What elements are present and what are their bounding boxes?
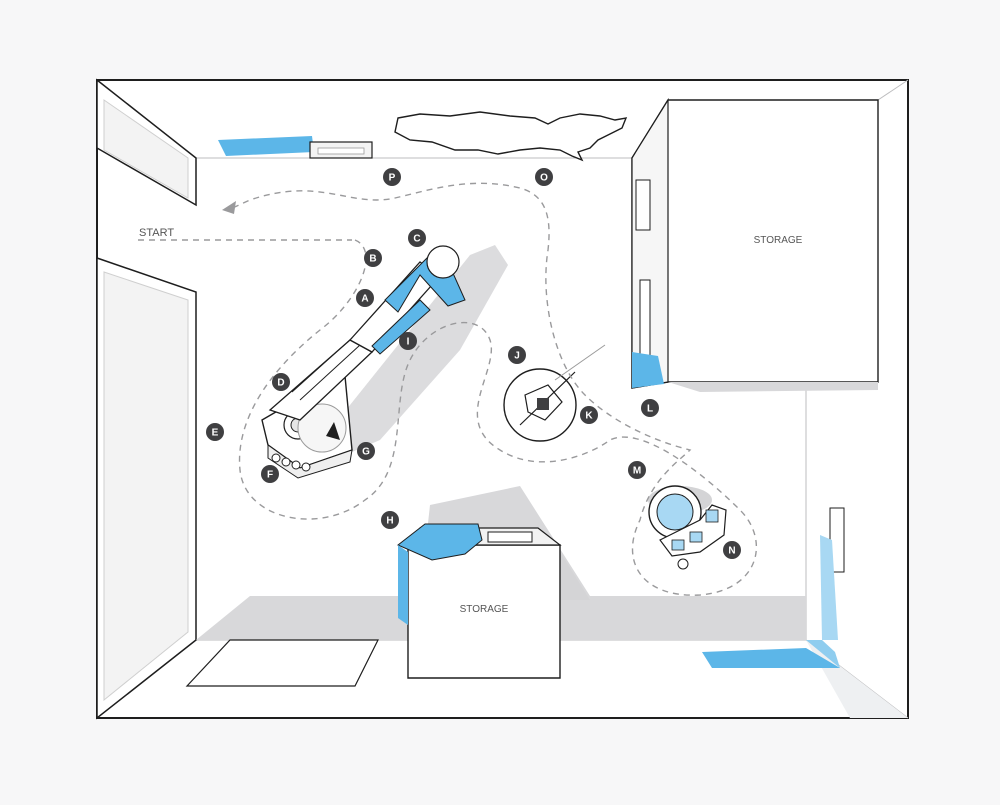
marker-p: P	[383, 168, 401, 186]
marker-letter: D	[277, 378, 284, 389]
marker-k: K	[580, 406, 598, 424]
marker-letter: J	[514, 351, 520, 362]
marker-letter: G	[362, 447, 370, 458]
robot-arm-shoulder	[426, 245, 460, 279]
us-map-outline	[394, 111, 628, 162]
console-screen-1	[705, 509, 719, 523]
marker-circle	[381, 511, 399, 529]
left-wall-panel-upper-face	[103, 99, 189, 199]
marker-circle	[399, 332, 417, 350]
robot-arm-detail-2	[291, 337, 353, 393]
start-label: START	[139, 227, 174, 239]
console-stool	[677, 558, 689, 570]
marker-letter: E	[212, 428, 219, 439]
wall-light-fixture-inner	[317, 147, 365, 155]
marker-letter: B	[369, 254, 376, 265]
marker-letter: C	[413, 234, 420, 245]
marker-b: B	[364, 249, 382, 267]
storage-center-label: STORAGE	[460, 604, 509, 615]
path-arrowhead	[222, 201, 236, 214]
marker-circle	[356, 289, 374, 307]
storage-right-panel	[635, 179, 651, 231]
storage-right-base-shadow	[668, 382, 878, 392]
storage-right-label: STORAGE	[754, 235, 803, 246]
robot-arm-detail-1	[299, 344, 361, 401]
marker-c: C	[408, 229, 426, 247]
console-screen-3	[671, 539, 685, 551]
marker-circle	[272, 373, 290, 391]
marker-circle	[628, 461, 646, 479]
storage-right-door	[639, 279, 651, 361]
marker-m: M	[628, 461, 646, 479]
robot-arm-tool	[326, 422, 340, 440]
marker-circle	[535, 168, 553, 186]
marker-f: F	[261, 465, 279, 483]
marker-letter: P	[389, 173, 396, 184]
marker-letter: O	[540, 173, 548, 184]
storage-right-blue-trim	[632, 352, 664, 388]
marker-letter: H	[386, 516, 393, 527]
marker-circle	[383, 168, 401, 186]
storage-center-blue-side	[398, 545, 408, 625]
marker-h: H	[381, 511, 399, 529]
marker-circle	[580, 406, 598, 424]
center-exhibit-antenna-2	[554, 344, 606, 381]
center-exhibit-block	[537, 398, 549, 410]
marker-letter: I	[407, 337, 410, 348]
marker-i: I	[399, 332, 417, 350]
left-wall-panel-lower-face	[103, 271, 189, 702]
marker-letter: L	[647, 404, 653, 415]
robot-arm-base-front	[267, 444, 353, 479]
marker-letter: F	[267, 470, 273, 481]
marker-circle	[261, 465, 279, 483]
robot-arm-blue-grip	[371, 299, 431, 355]
floor-blue-strip-edge	[806, 640, 840, 668]
marker-a: A	[356, 289, 374, 307]
console-dome-screen	[656, 493, 694, 531]
marker-letter: K	[585, 411, 593, 422]
storage-center-slot	[487, 531, 533, 543]
marker-j: J	[508, 346, 526, 364]
marker-circle	[206, 423, 224, 441]
marker-circle	[364, 249, 382, 267]
storage-center-blue-wing	[397, 523, 483, 561]
marker-e: E	[206, 423, 224, 441]
marker-l: L	[641, 399, 659, 417]
marker-circle	[408, 229, 426, 247]
marker-letter: A	[361, 294, 368, 305]
floor-blue-strip	[702, 648, 840, 668]
right-wall-blue-panel	[820, 535, 838, 640]
marker-circle	[508, 346, 526, 364]
marker-g: G	[357, 442, 375, 460]
robot-arm-base-buttons	[271, 453, 311, 472]
marker-n: N	[723, 541, 741, 559]
marker-letter: M	[633, 466, 641, 477]
top-wall-blue-strip	[218, 136, 314, 156]
marker-d: D	[272, 373, 290, 391]
wall-corner-tr	[877, 79, 909, 101]
marker-letter: N	[728, 546, 735, 557]
marker-layer: A B C D E F G H I J K L M N O P	[206, 168, 741, 559]
floor-mat-bottom-left	[185, 639, 379, 687]
console-screen-2	[689, 531, 703, 543]
marker-circle	[723, 541, 741, 559]
marker-circle	[357, 442, 375, 460]
marker-circle	[641, 399, 659, 417]
robot-arm-wheel	[297, 403, 347, 453]
marker-o: O	[535, 168, 553, 186]
